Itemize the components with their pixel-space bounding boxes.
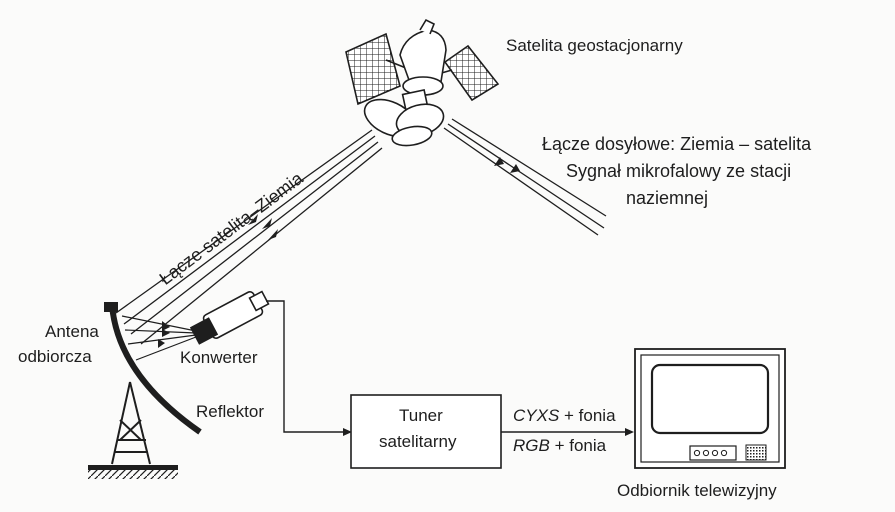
- uplink-label-line1: Łącze dosyłowe: Ziemia – satelita: [542, 134, 812, 154]
- cable-arrow: [343, 428, 352, 436]
- signal-top-italic: CYXS: [513, 406, 560, 425]
- dish-reflector: [104, 302, 202, 435]
- uplink-beams: [443, 118, 607, 236]
- satellite-label: Satelita geostacjonarny: [506, 36, 683, 55]
- tv-input-arrow: [625, 428, 634, 436]
- coax-cable: [266, 300, 350, 433]
- tuner-box: [350, 394, 502, 469]
- signal-bottom-rest: + fonia: [549, 436, 607, 455]
- antenna-stand: [111, 381, 151, 465]
- converter-label: Konwerter: [180, 348, 258, 367]
- signal-bottom-italic: RGB: [513, 436, 550, 455]
- downlink-beams: [115, 129, 383, 345]
- uplink-arrows: [494, 157, 520, 173]
- dish-ray-arrows: [158, 321, 170, 348]
- uplink-label-line3: naziemnej: [626, 188, 709, 208]
- ground-base: [88, 465, 178, 479]
- signal-top-rest: + fonia: [559, 406, 616, 425]
- antenna-label-line2: odbiorcza: [18, 347, 92, 366]
- signal-label-bottom: RGB + fonia: [513, 437, 606, 454]
- dish-inner-rays: [121, 315, 197, 361]
- downlink-arrows: [248, 214, 278, 240]
- signal-label-top: CYXS + fonia: [513, 407, 616, 424]
- converter-lnb-icon: [189, 290, 270, 345]
- reflector-label: Reflektor: [196, 402, 265, 421]
- uplink-label-line2: Sygnał mikrofalowy ze stacji: [566, 161, 792, 181]
- satellite-icon: [345, 18, 500, 147]
- antenna-label-line1: Antena: [45, 322, 99, 341]
- tv-set-icon: [634, 348, 786, 469]
- tv-label: Odbiornik telewizyjny: [617, 481, 777, 500]
- tuner-label-line2: satelitarny: [379, 432, 457, 451]
- tuner-label-line1: Tuner: [399, 406, 443, 425]
